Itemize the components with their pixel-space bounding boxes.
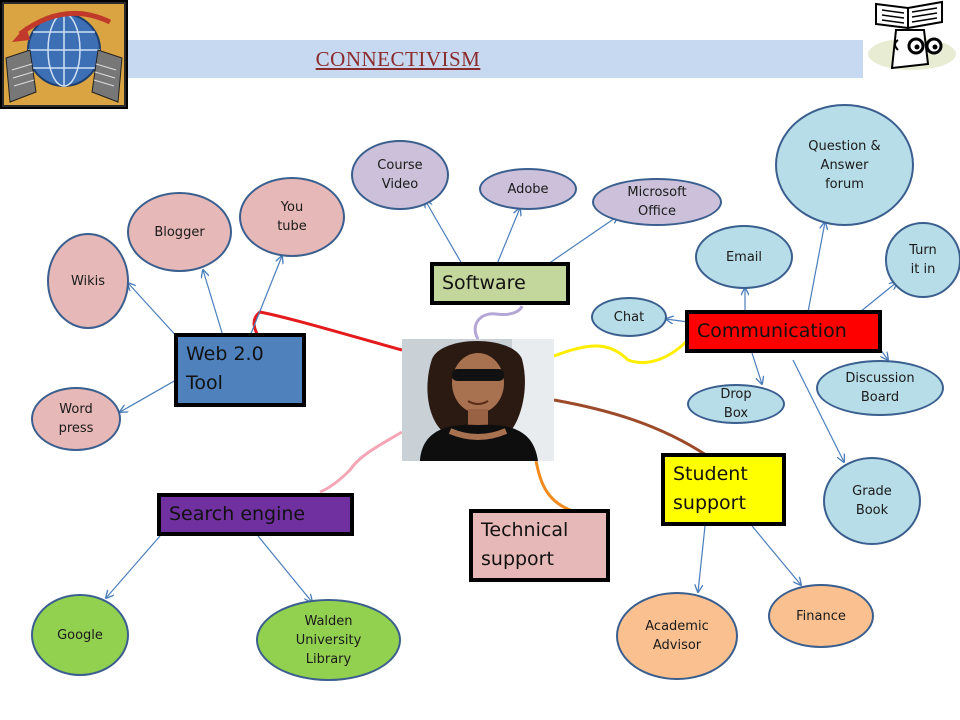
node-discussion-board: Discussion Board <box>816 360 944 416</box>
computers-globe-icon <box>0 0 128 109</box>
hub-student-support: Student support <box>661 453 786 526</box>
node-turn-it-in: Turn it in <box>885 222 960 298</box>
node-academic-advisor: Academic Advisor <box>616 592 738 680</box>
diagram-title: CONNECTIVISM <box>315 47 481 71</box>
connector-technical-support <box>534 460 571 512</box>
connector-student-support <box>553 398 707 457</box>
node-qa-forum: Question & Answer forum <box>775 104 914 226</box>
node-email: Email <box>695 225 793 289</box>
node-walden-library: Walden University Library <box>256 599 401 681</box>
node-course-video: Course Video <box>351 140 449 210</box>
node-google: Google <box>31 594 129 676</box>
node-microsoft-office: Microsoft Office <box>592 178 722 226</box>
connector-search-engine <box>319 430 403 494</box>
person-photo-icon <box>402 339 554 461</box>
connector-web-tool <box>252 310 403 352</box>
node-finance: Finance <box>768 584 874 648</box>
connector-communication <box>553 338 690 365</box>
hub-software: Software <box>430 262 570 305</box>
node-adobe: Adobe <box>479 168 577 210</box>
node-youtube: You tube <box>239 177 345 257</box>
hub-search-engine: Search engine <box>157 493 354 536</box>
title-bar <box>128 40 863 78</box>
center-person-photo <box>402 339 554 461</box>
connector-software <box>473 305 524 340</box>
node-wikis: Wikis <box>47 233 129 329</box>
node-drop-box: Drop Box <box>687 384 785 424</box>
node-chat: Chat <box>591 297 667 337</box>
node-grade-book: Grade Book <box>823 457 921 545</box>
node-blogger: Blogger <box>127 192 232 272</box>
hub-technical-support: Technical support <box>469 509 610 582</box>
reader-with-book-icon <box>868 0 956 70</box>
hub-communication: Communication <box>685 310 882 353</box>
hub-web-tool: Web 2.0 Tool <box>174 333 306 407</box>
node-wordpress: Word press <box>31 387 121 451</box>
